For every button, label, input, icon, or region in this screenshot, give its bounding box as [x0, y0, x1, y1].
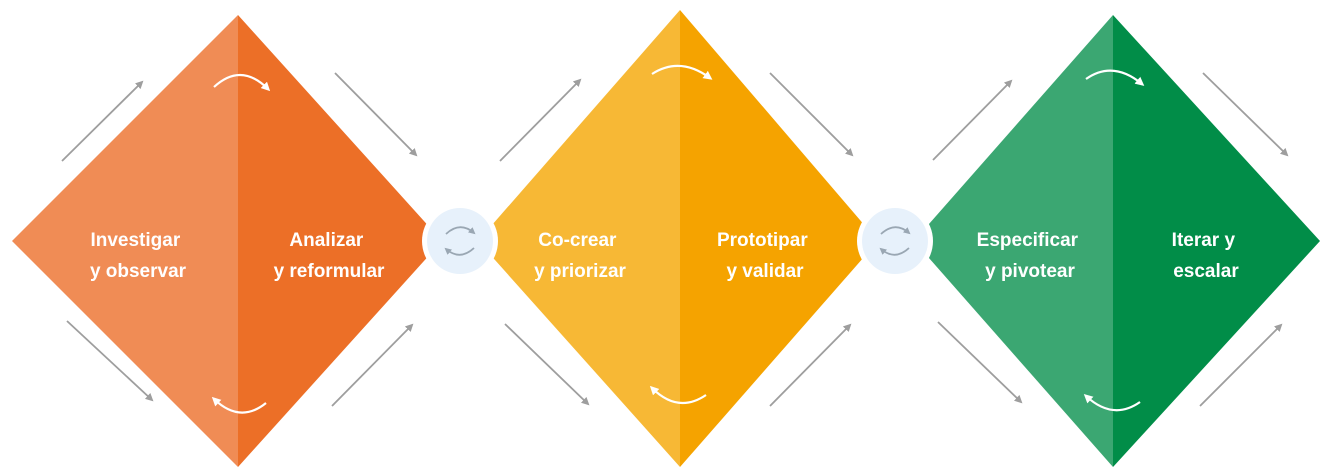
- cycle-icon: [444, 226, 476, 256]
- diamond-3-top-cycle-arrow: [1085, 69, 1145, 86]
- diamond-1-bottom-cycle-arrow: [211, 396, 267, 414]
- phase-diamond-2: Co-crear y priorizar Prototipar y valida…: [478, 10, 878, 467]
- diamond-2-top-cycle-arrow: [651, 64, 713, 80]
- diamond-3-left-half: [914, 15, 1113, 467]
- diamond-3-right-label: Iterar y escalar: [1172, 230, 1241, 282]
- arrow-d2-lower-right: [769, 323, 852, 407]
- arrow-d1-upper-right: [334, 72, 418, 157]
- diamond-2-right-half: [680, 10, 878, 467]
- connector-2: [857, 203, 933, 279]
- diamond-2-left-label: Co-crear y priorizar: [534, 230, 626, 282]
- arrow-d3-upper-right: [1202, 72, 1289, 157]
- arrow-d3-lower-right: [1199, 323, 1283, 407]
- arrow-d2-lower-left: [504, 323, 590, 406]
- arrow-d2-upper-left: [499, 78, 582, 162]
- diamond-3-right-half: [1113, 15, 1320, 467]
- arrow-d3-upper-left: [932, 79, 1013, 161]
- phase-diamond-3: Especificar y pivotear Iterar y escalar: [914, 15, 1320, 467]
- diamond-1-left-label: Investigar y observar: [90, 230, 187, 282]
- diamond-2-left-half: [478, 10, 680, 467]
- cycle-icon: [879, 226, 911, 256]
- diamond-1-right-label: Analizar y reformular: [274, 230, 385, 282]
- phase-diamond-1: Investigar y observar Analizar y reformu…: [12, 15, 442, 467]
- diamond-3-left-label: Especificar y pivotear: [977, 230, 1084, 282]
- diamond-1-left-half: [12, 15, 238, 467]
- diamond-1-right-half: [238, 15, 442, 467]
- arrow-d1-lower-left: [66, 320, 154, 402]
- diamond-2-bottom-cycle-arrow: [649, 385, 707, 405]
- diamond-2-right-label: Prototipar y validar: [717, 230, 813, 282]
- arrow-d1-upper-left: [61, 80, 144, 162]
- connector-2-disc: [862, 208, 928, 274]
- arrow-d3-lower-left: [937, 321, 1023, 404]
- flow-arrows: [61, 72, 1289, 407]
- diamond-3-bottom-cycle-arrow: [1083, 393, 1141, 412]
- arrow-d1-lower-right: [331, 323, 414, 407]
- arrow-d2-upper-right: [769, 72, 854, 157]
- connector-1-disc: [427, 208, 493, 274]
- diamond-1-top-cycle-arrow: [213, 73, 271, 92]
- connector-1: [422, 203, 498, 279]
